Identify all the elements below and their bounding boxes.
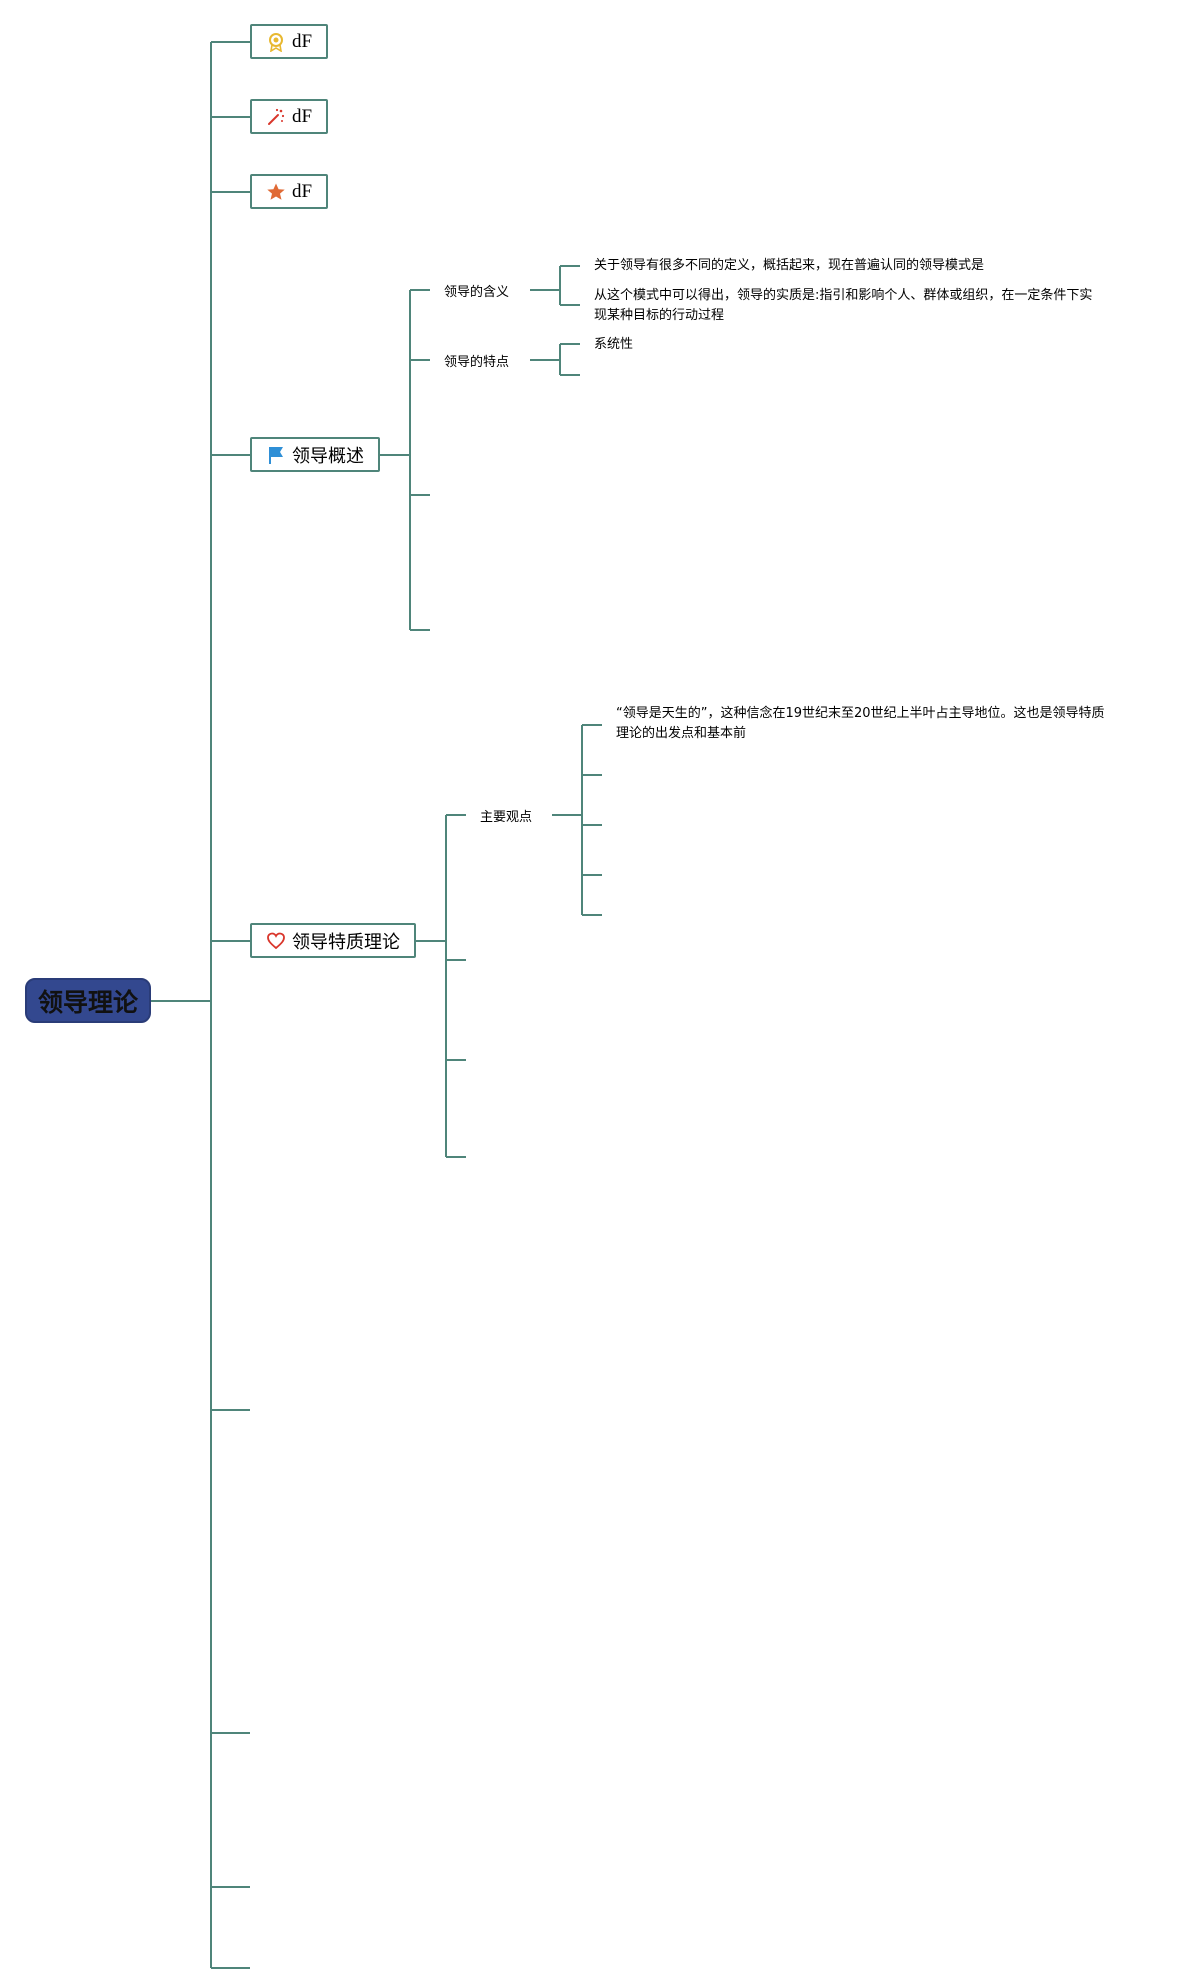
node-leadership-features[interactable]: 领导的特点 — [444, 355, 510, 370]
node-main-views[interactable]: 主要观点 — [480, 810, 533, 825]
root-label: 领导理论 — [37, 987, 138, 1017]
branch-label: 领导特质理论 — [292, 931, 400, 953]
magic-wand-icon — [266, 107, 286, 127]
branch-node-overview[interactable]: 领导概述 — [250, 437, 380, 472]
branch-node-trait-theory[interactable]: 领导特质理论 — [250, 923, 416, 958]
root-node[interactable]: 领导理论 — [25, 978, 151, 1023]
leaf-meaning-1[interactable]: 关于领导有很多不同的定义，概括起来，现在普遍认同的领导模式是 — [594, 258, 985, 273]
heart-icon — [266, 931, 286, 951]
medal-icon — [266, 32, 286, 53]
branch-node-3[interactable]: dF — [250, 174, 328, 209]
branch-node-2[interactable]: dF — [250, 99, 328, 134]
branch-node-1[interactable]: dF — [250, 24, 328, 59]
branch-label: dF — [291, 180, 313, 202]
leaf-features-1[interactable]: 系统性 — [594, 337, 634, 352]
branch-label: dF — [291, 30, 313, 52]
node-leadership-meaning[interactable]: 领导的含义 — [444, 285, 510, 300]
leaf-views-1[interactable]: “领导是天生的”，这种信念在19世纪末至20世纪上半叶占主导地位。这也是领导特质… — [616, 706, 1105, 741]
star-icon — [266, 182, 286, 202]
leaf-meaning-2[interactable]: 从这个模式中可以得出，领导的实质是:指引和影响个人、群体或组织，在一定条件下实现… — [594, 288, 1093, 323]
branch-label: dF — [291, 105, 313, 127]
flag-icon — [266, 445, 286, 465]
branch-label: 领导概述 — [292, 445, 364, 467]
